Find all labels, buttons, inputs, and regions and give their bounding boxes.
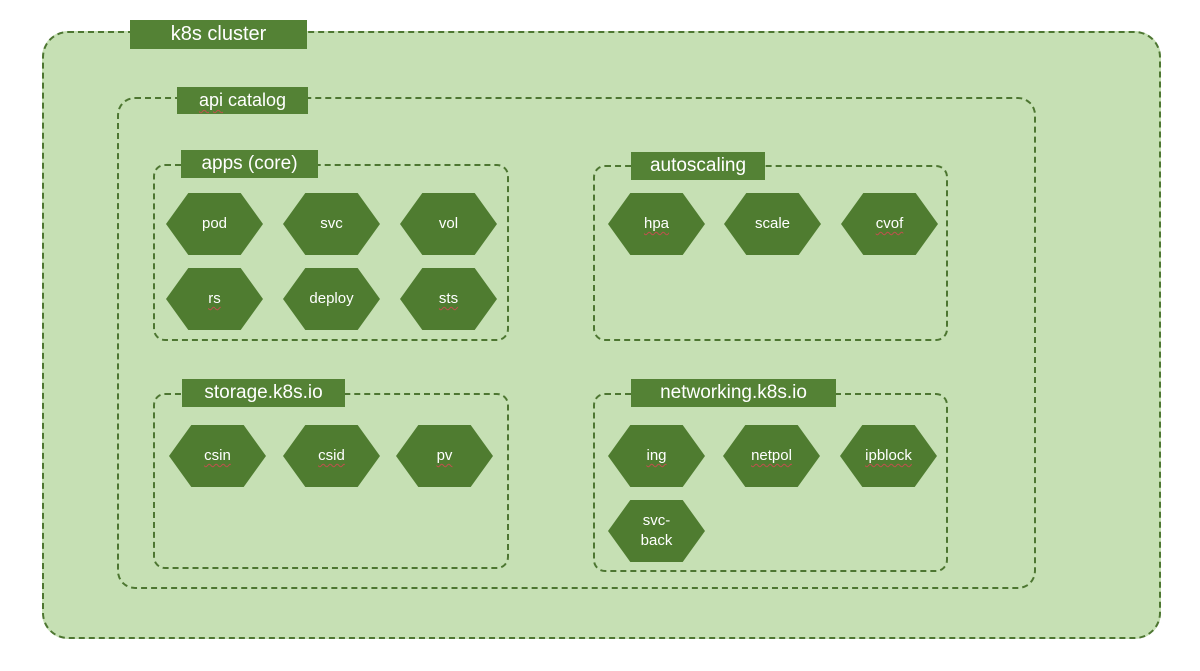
group-box-autoscaling <box>593 165 948 341</box>
node-label-netpol: netpol <box>751 447 792 464</box>
api-catalog-container <box>117 97 1036 589</box>
node-label-pv: pv <box>436 447 453 464</box>
node-pv: pv <box>396 425 493 487</box>
api-catalog-title: api catalog <box>177 87 308 114</box>
node-label-ipblock: ipblock <box>865 447 912 464</box>
node-label-svc-back-line1: svc- <box>642 512 671 529</box>
node-cvof: cvof <box>841 193 938 255</box>
node-label-svc-back-line2: back <box>640 532 673 549</box>
node-label-cvof: cvof <box>875 215 904 232</box>
node-label-hpa: hpa <box>643 215 670 232</box>
group-title-autoscaling: autoscaling <box>631 152 765 180</box>
api-catalog-title-word-api: api <box>198 90 223 110</box>
group-box-apps-core <box>153 164 509 341</box>
node-svc-back: svc- back <box>608 500 705 562</box>
node-scale: scale <box>724 193 821 255</box>
node-label-sts: sts <box>438 290 459 307</box>
node-label-csin: csin <box>204 447 231 464</box>
group-title-storage: storage.k8s.io <box>182 379 345 407</box>
node-svc: svc <box>283 193 380 255</box>
k8s-cluster-title: k8s cluster <box>130 20 307 49</box>
node-label-scale: scale <box>754 215 791 232</box>
group-title-text: autoscaling <box>649 155 747 176</box>
k8s-cluster-title-text: k8s cluster <box>170 23 267 45</box>
group-title-text: storage.k8s.io <box>204 382 323 403</box>
node-hpa: hpa <box>608 193 705 255</box>
node-csid: csid <box>283 425 380 487</box>
node-csin: csin <box>169 425 266 487</box>
group-title-text: apps (core) <box>201 153 298 174</box>
node-label-rs: rs <box>208 290 221 307</box>
node-label-svc: svc <box>320 215 343 232</box>
node-rs: rs <box>166 268 263 330</box>
node-sts: sts <box>400 268 497 330</box>
node-label-ing: ing <box>646 447 667 464</box>
node-label-csid: csid <box>318 447 345 464</box>
node-pod: pod <box>166 193 263 255</box>
node-netpol: netpol <box>723 425 820 487</box>
node-label-vol: vol <box>438 215 459 232</box>
node-vol: vol <box>400 193 497 255</box>
api-catalog-title-word-catalog: catalog <box>227 90 287 110</box>
node-deploy: deploy <box>283 268 380 330</box>
group-title-networking: networking.k8s.io <box>631 379 836 407</box>
node-label-deploy: deploy <box>309 290 354 307</box>
node-label-pod: pod <box>201 215 228 232</box>
node-ipblock: ipblock <box>840 425 937 487</box>
group-title-apps-core: apps (core) <box>181 150 318 178</box>
group-title-text: networking.k8s.io <box>660 382 807 403</box>
node-ing: ing <box>608 425 705 487</box>
